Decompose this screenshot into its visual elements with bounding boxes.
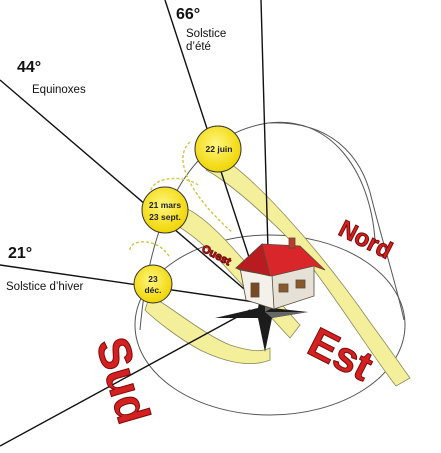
summer-angle-label: 66° (176, 6, 200, 23)
house (235, 237, 326, 310)
summer-sun (194, 125, 242, 173)
sphere-back-arc (267, 122, 405, 321)
summer-solstice-label-2: d’été (186, 41, 211, 53)
equinox-angle-label: 44° (17, 59, 41, 76)
house-window-1 (278, 283, 289, 293)
house-window-2 (295, 279, 306, 289)
direction-north: Nord (334, 215, 396, 264)
sky-sphere (134, 121, 406, 416)
equinox-sun-label-2: 23 sept. (149, 212, 181, 222)
winter-sun-label-1: 23 (148, 274, 158, 284)
direction-south: Sud (86, 331, 160, 429)
south-axis (0, 309, 251, 447)
horizon-circle (134, 234, 406, 416)
summer-solstice-label-1: Solstice (186, 28, 226, 40)
equinox-ray (0, 79, 258, 301)
suns (133, 125, 242, 304)
equinox-label: Equinoxes (32, 84, 86, 96)
equinox-arrow (149, 177, 199, 196)
summer-path (205, 151, 411, 387)
summer-sun-label: 22 juin (206, 144, 233, 154)
house-door (250, 282, 260, 298)
winter-sun-label-2: déc. (144, 285, 161, 295)
equinox-sun (141, 186, 189, 234)
compass-star-light-2 (265, 312, 308, 318)
motion-arrows (129, 141, 233, 259)
meridian-arc (139, 121, 376, 331)
winter-path (144, 294, 271, 365)
compass-star (215, 272, 308, 352)
house-chimney (288, 237, 296, 249)
house-gable-roof (235, 243, 271, 277)
equinox-sun-label-1: 21 mars (149, 200, 181, 210)
winter-angle-label: 21° (8, 245, 32, 262)
winter-sun (133, 264, 173, 304)
sun-rays (0, 0, 269, 447)
winter-arrow (129, 241, 171, 259)
winter-solstice-label: Solstice d’hiver (6, 281, 84, 293)
winter-ray (0, 264, 256, 303)
summer-arrow (182, 141, 233, 233)
zenith-line (260, 0, 269, 251)
